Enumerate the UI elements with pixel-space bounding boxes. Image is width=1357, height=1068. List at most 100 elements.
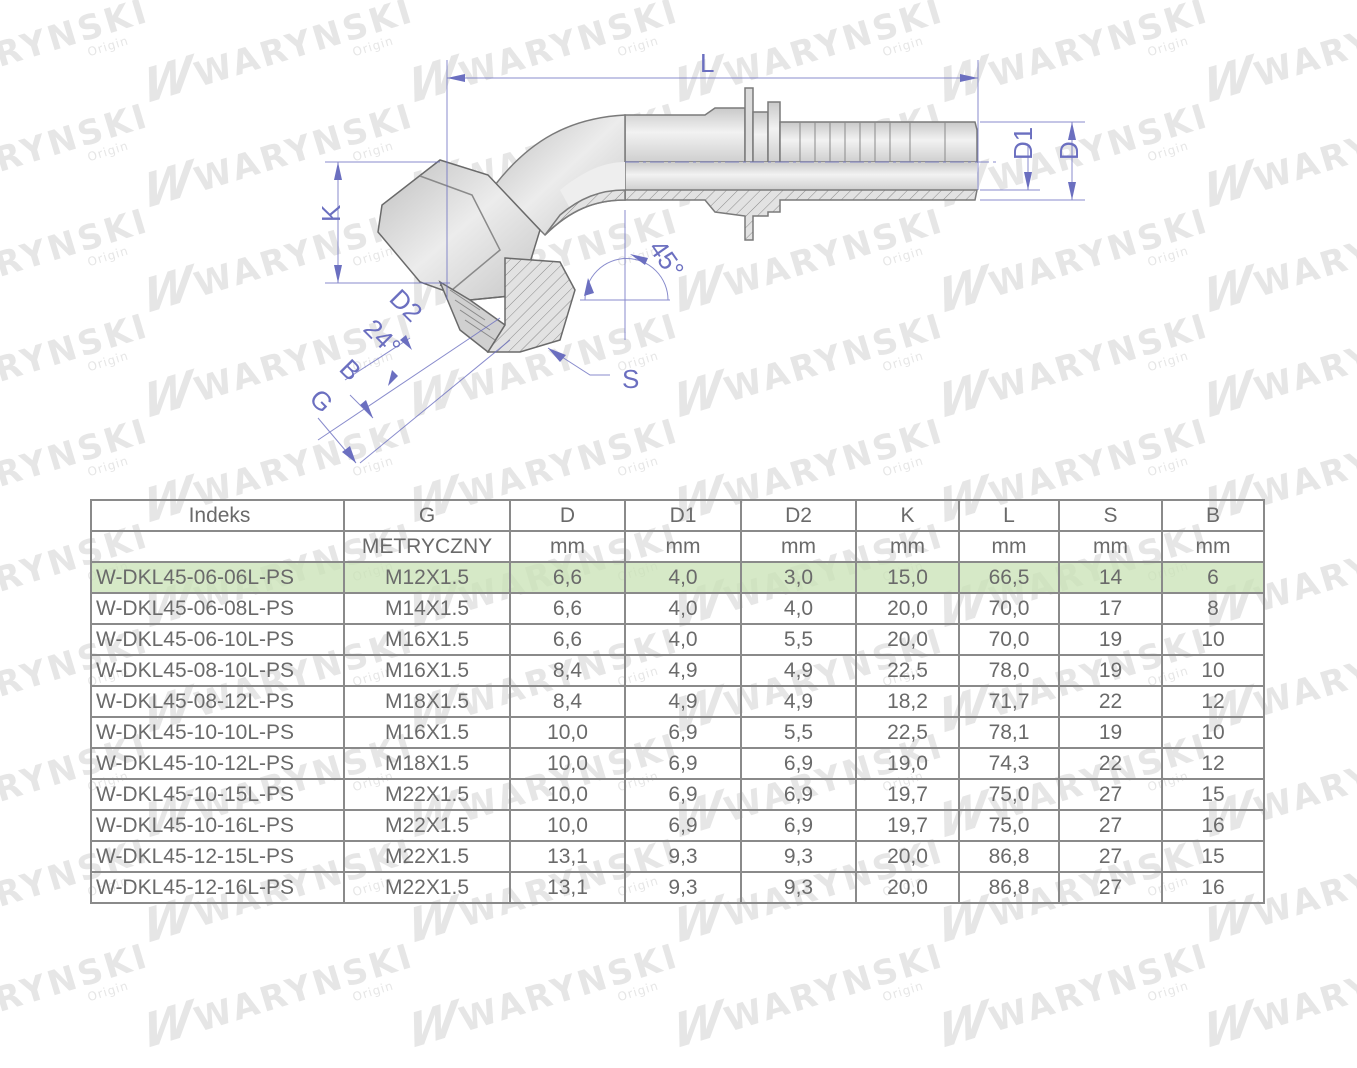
cell-indeks: W-DKL45-06-10L-PS bbox=[90, 623, 345, 656]
cell-l: 78,0 bbox=[958, 654, 1060, 687]
cell-b: 15 bbox=[1161, 840, 1265, 873]
cell-b: 12 bbox=[1161, 685, 1265, 718]
table-header-row: Indeks G D D1 D2 K L S B bbox=[90, 499, 1265, 532]
cell-d2: 4,9 bbox=[740, 654, 857, 687]
cell-indeks: W-DKL45-12-16L-PS bbox=[90, 871, 345, 904]
watermark-logo-icon: W bbox=[938, 991, 981, 1061]
cell-d1: 4,0 bbox=[624, 561, 742, 594]
watermark-brand: WARYNSKI bbox=[454, 935, 684, 1041]
cell-b: 10 bbox=[1161, 716, 1265, 749]
dimension-arrows bbox=[334, 74, 1076, 463]
watermark-brand: WARYNSKI bbox=[1249, 830, 1357, 936]
cell-g: M16X1.5 bbox=[343, 623, 511, 656]
cell-d1: 4,9 bbox=[624, 685, 742, 718]
column-header-d: D bbox=[509, 499, 626, 532]
cell-indeks: W-DKL45-08-12L-PS bbox=[90, 685, 345, 718]
watermark-logo-icon: W bbox=[408, 991, 451, 1061]
cell-d2: 4,0 bbox=[740, 592, 857, 625]
cell-indeks: W-DKL45-06-06L-PS bbox=[90, 561, 345, 594]
watermark-brand: WARYNSKI bbox=[1249, 935, 1357, 1041]
unit-l: mm bbox=[958, 530, 1060, 563]
cell-s: 22 bbox=[1058, 747, 1163, 780]
cell-g: M16X1.5 bbox=[343, 716, 511, 749]
cell-k: 20,0 bbox=[855, 871, 960, 904]
cell-b: 6 bbox=[1161, 561, 1265, 594]
cell-indeks: W-DKL45-06-08L-PS bbox=[90, 592, 345, 625]
cell-d2: 3,0 bbox=[740, 561, 857, 594]
cell-s: 19 bbox=[1058, 654, 1163, 687]
cell-d1: 6,9 bbox=[624, 809, 742, 842]
cell-d: 6,6 bbox=[509, 561, 626, 594]
watermark-logo-icon: W bbox=[673, 991, 716, 1061]
watermark-brand: WARYNSKI bbox=[1249, 620, 1357, 726]
elbow-body bbox=[494, 114, 626, 237]
cell-k: 22,5 bbox=[855, 654, 960, 687]
cell-g: M16X1.5 bbox=[343, 654, 511, 687]
watermark-brand: WARYNSKI bbox=[0, 935, 154, 1041]
cell-l: 86,8 bbox=[958, 871, 1060, 904]
unit-indeks bbox=[90, 530, 345, 563]
cell-s: 19 bbox=[1058, 716, 1163, 749]
label-45-degrees: 45° bbox=[643, 234, 690, 283]
column-header-d1: D1 bbox=[624, 499, 742, 532]
cell-d2: 6,9 bbox=[740, 747, 857, 780]
cell-d1: 6,9 bbox=[624, 747, 742, 780]
cell-d2: 5,5 bbox=[740, 623, 857, 656]
cell-k: 19,7 bbox=[855, 778, 960, 811]
cell-s: 27 bbox=[1058, 778, 1163, 811]
cell-d: 10,0 bbox=[509, 716, 626, 749]
cell-k: 20,0 bbox=[855, 592, 960, 625]
cell-d: 8,4 bbox=[509, 654, 626, 687]
cell-l: 78,1 bbox=[958, 716, 1060, 749]
watermark-brand: WARYNSKI bbox=[1249, 725, 1357, 831]
cell-d1: 6,9 bbox=[624, 716, 742, 749]
cell-d: 10,0 bbox=[509, 747, 626, 780]
cell-b: 8 bbox=[1161, 592, 1265, 625]
cell-d1: 4,9 bbox=[624, 654, 742, 687]
cell-k: 20,0 bbox=[855, 840, 960, 873]
cell-indeks: W-DKL45-10-12L-PS bbox=[90, 747, 345, 780]
cell-d1: 4,0 bbox=[624, 592, 742, 625]
cell-k: 15,0 bbox=[855, 561, 960, 594]
cell-b: 15 bbox=[1161, 778, 1265, 811]
watermark-origin: Origin bbox=[880, 978, 926, 1005]
watermark-brand: WARYNSKI bbox=[984, 935, 1214, 1041]
column-header-d2: D2 bbox=[740, 499, 857, 532]
cell-d: 13,1 bbox=[509, 871, 626, 904]
specification-table: Indeks G D D1 D2 K L S B METRYCZNY mm mm… bbox=[90, 499, 1265, 904]
cell-g: M18X1.5 bbox=[343, 685, 511, 718]
dimension-lines bbox=[317, 60, 1085, 464]
cell-d: 8,4 bbox=[509, 685, 626, 718]
cell-l: 75,0 bbox=[958, 778, 1060, 811]
cell-k: 22,5 bbox=[855, 716, 960, 749]
hex-nut bbox=[377, 159, 576, 354]
watermark-brand: WARYNSKI bbox=[189, 935, 419, 1041]
cell-l: 75,0 bbox=[958, 809, 1060, 842]
cell-s: 27 bbox=[1058, 809, 1163, 842]
cell-d: 10,0 bbox=[509, 809, 626, 842]
column-header-s: S bbox=[1058, 499, 1163, 532]
cell-indeks: W-DKL45-12-15L-PS bbox=[90, 840, 345, 873]
unit-d2: mm bbox=[740, 530, 857, 563]
cell-s: 17 bbox=[1058, 592, 1163, 625]
cell-d2: 5,5 bbox=[740, 716, 857, 749]
cell-d2: 9,3 bbox=[740, 871, 857, 904]
cell-l: 74,3 bbox=[958, 747, 1060, 780]
label-24-degrees: 24° bbox=[358, 313, 407, 362]
cell-d1: 6,9 bbox=[624, 778, 742, 811]
cell-k: 18,2 bbox=[855, 685, 960, 718]
cell-l: 71,7 bbox=[958, 685, 1060, 718]
cell-s: 14 bbox=[1058, 561, 1163, 594]
